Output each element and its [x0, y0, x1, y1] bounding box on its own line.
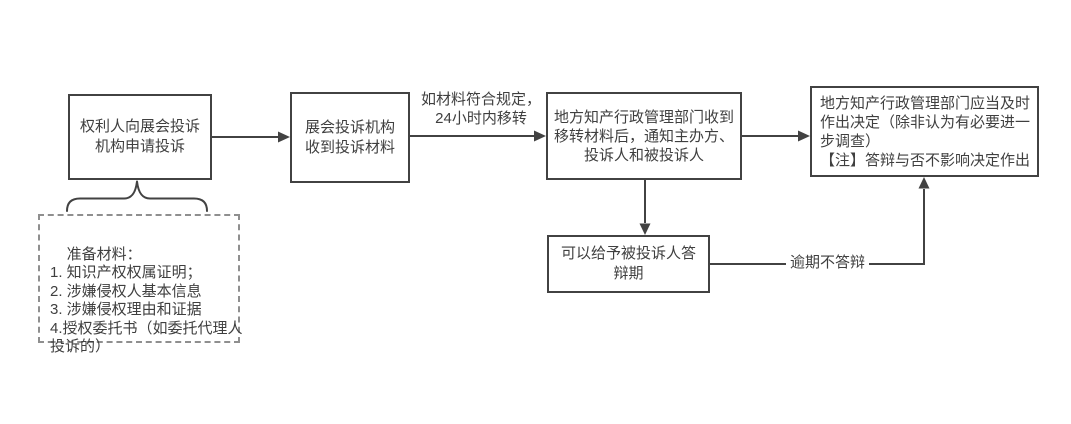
edge-label-overdue-no-defense: 逾期不答辩: [786, 253, 870, 273]
flow-node-applicant-complaint-text: 权利人向展会投诉 机构申请投诉: [79, 118, 200, 155]
flow-node-exhibition-body-text: 展会投诉机构 收到投诉材料: [304, 118, 395, 156]
flow-node-local-ip-dept: 地方知产行政管理部门收到 移转材料后，通知主办方、 投诉人和被投诉人: [546, 92, 742, 180]
flow-node-applicant-complaint: 权利人向展会投诉 机构申请投诉: [68, 94, 212, 180]
connector-lines: [66, 135, 925, 265]
arrowheads: [278, 130, 930, 235]
flow-node-decision-text: 地方知产行政管理部门应当及时 作出决定（除非认为有必要进一 步调查） 【注】答辩…: [820, 94, 1031, 169]
arrowhead-into-exhibition: [278, 131, 290, 143]
materials-note-text: 准备材料： 1. 知识产权权属证明； 2. 涉嫌侵权人基本信息 3. 涉嫌侵权理…: [50, 245, 243, 356]
flow-node-decision: 地方知产行政管理部门应当及时 作出决定（除非认为有必要进一 步调查） 【注】答辩…: [810, 86, 1039, 177]
edge-label-transfer-condition: 如材料符合规定， 24小时内移转: [420, 91, 541, 127]
arrowhead-into-decision-left: [798, 130, 810, 142]
flow-node-defense-period: 可以给予被投诉人答 辩期: [547, 235, 710, 293]
arrowhead-into-dept: [534, 130, 546, 142]
materials-note-box: 准备材料： 1. 知识产权权属证明； 2. 涉嫌侵权人基本信息 3. 涉嫌侵权理…: [38, 214, 243, 355]
brace-materials: [66, 180, 208, 212]
arrowhead-into-defense: [639, 223, 651, 235]
edge-defense-to-decision: [710, 189, 925, 265]
flow-node-defense-period-text: 可以给予被投诉人答 辩期: [560, 245, 696, 282]
arrowhead-into-decision-bottom: [918, 177, 930, 189]
flow-node-local-ip-dept-text: 地方知产行政管理部门收到 移转材料后，通知主办方、 投诉人和被投诉人: [553, 108, 734, 164]
flow-node-exhibition-body: 展会投诉机构 收到投诉材料: [290, 92, 410, 183]
